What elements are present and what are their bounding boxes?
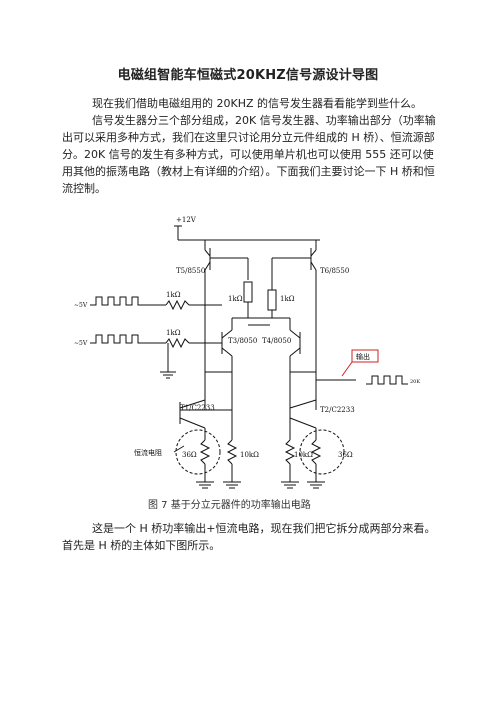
t4-label: T4/8050 [262,337,291,345]
paragraph-intro: 现在我们借助电磁组用的 20KHZ 的信号发生器看看能学到些什么。 [92,97,423,110]
r-base2-label: 1kΩ [166,329,181,337]
r-sense2-label: 36Ω [338,451,353,459]
r-base1-label: 1kΩ [166,291,181,299]
r-10k1-label: 10kΩ [240,451,259,459]
input2-label: ~5V [74,340,88,347]
t2-label: T2/C2233 [320,406,355,414]
input1-label: ~5V [74,302,88,309]
t5-label: T5/8550 [176,267,205,275]
t1-label: T1/C2233 [180,404,215,412]
r-10k2-label: 10kΩ [294,451,313,459]
document-title: 电磁组智能车恒磁式20KHZ信号源设计导图 [117,68,379,83]
paragraph-hbridge: 这是一个 H 桥功率输出+恒流电路，现在我们把它拆分成两部分来看。首先是 H 桥… [62,522,436,552]
vcc-label: +12V [176,216,197,224]
circuit-diagram: +12V T5/8550 T6/8550 1kΩ 1kΩ 1kΩ 1kΩ ~5V… [74,216,420,489]
paragraph-overview: 信号发生器分三个部分组成，20K 信号发生器、功率输出部分（功率输出可以采用多种… [62,114,436,195]
signal-label: 20K [410,379,420,385]
t3-label: T3/8050 [228,337,257,345]
t6-label: T6/8550 [320,267,349,275]
r-mid1-label: 1kΩ [228,295,243,303]
figure-caption: 图 7 基于分立元器件的功率输出电路 [148,500,311,511]
r-mid2-label: 1kΩ [280,295,295,303]
output-label: 输出 [356,352,370,361]
r-sense1-label: 36Ω [182,451,197,459]
sense-resistor-label: 恒流电阻 [134,448,162,457]
